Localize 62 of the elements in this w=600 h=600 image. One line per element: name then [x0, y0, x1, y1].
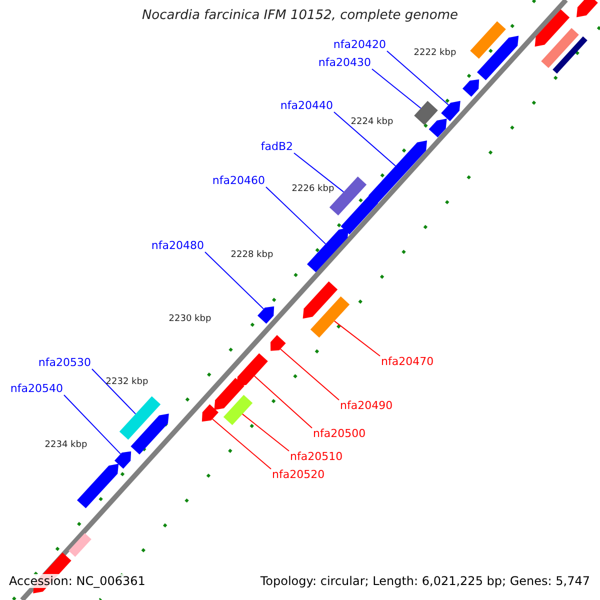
- gene-feature: [119, 396, 161, 440]
- leader-line: [212, 418, 272, 470]
- gene-label: nfa20470: [381, 355, 434, 368]
- gene-feature: [130, 414, 169, 454]
- gene-feature: [214, 378, 244, 410]
- gene-feature: [414, 100, 438, 126]
- leader-line: [280, 348, 340, 400]
- leader-line: [242, 414, 290, 452]
- gene-feature: [368, 140, 427, 204]
- gene-feature: [310, 296, 350, 338]
- gene-label: nfa20520: [272, 468, 325, 481]
- leader-line: [334, 112, 396, 166]
- gene-feature: [114, 451, 132, 469]
- gene-feature: [307, 228, 349, 272]
- leader-line: [294, 152, 344, 192]
- gene-label: nfa20500: [313, 427, 366, 440]
- tick-label: 2230 kbp: [168, 314, 212, 324]
- leader-line: [64, 394, 122, 454]
- gene-feature: [428, 118, 447, 138]
- gene-feature: [223, 394, 253, 426]
- leader-line: [266, 186, 326, 244]
- footer-text: Topology: circular; Length: 6,021,225 bp; Genes: 5,747: [260, 574, 590, 588]
- gene-feature: [236, 353, 268, 387]
- gene-label: nfa20540: [10, 382, 63, 395]
- gene-label: nfa20510: [290, 450, 343, 463]
- title: Nocardia farcinica IFM 10152, complete genome: [142, 8, 458, 23]
- gene-feature: [340, 194, 379, 234]
- gene-label: nfa20460: [212, 174, 265, 187]
- leader-line: [204, 252, 264, 310]
- gene-label: nfa20420: [333, 38, 386, 51]
- tick-label: 2226 kbp: [292, 184, 334, 194]
- tick-label: 2224 kbp: [350, 117, 394, 127]
- gene-feature: [541, 28, 579, 68]
- gene-label: nfa20480: [151, 239, 204, 252]
- gene-feature: [576, 0, 598, 18]
- gene-feature: [258, 306, 274, 324]
- gene-label: nfa20440: [280, 99, 333, 112]
- gene-feature: [270, 335, 286, 351]
- leader-line: [254, 376, 312, 428]
- gene-label: nfa20430: [318, 56, 371, 69]
- gene-label: nfa20530: [38, 356, 91, 369]
- gene-feature: [477, 36, 519, 80]
- tick-label: 2222 kbp: [414, 48, 456, 58]
- gene-feature: [462, 79, 480, 97]
- tick-label: 2228 kbp: [230, 250, 274, 260]
- gene-feature: [202, 404, 218, 422]
- leader-line: [92, 368, 136, 414]
- gene-label: fadB2: [260, 140, 293, 153]
- tick-label: 2234 kbp: [44, 440, 88, 450]
- gene-feature: [68, 533, 92, 557]
- gene-feature: [552, 36, 588, 74]
- leader-line: [334, 320, 380, 356]
- gene-feature: [302, 281, 338, 319]
- gene-feature: [470, 21, 506, 59]
- tick-label: 2232 kbp: [106, 377, 148, 387]
- leader-line: [386, 50, 450, 106]
- leader-line: [372, 68, 422, 109]
- gene-feature: [534, 9, 570, 47]
- footer-text: Accession: NC_006361: [9, 574, 146, 588]
- gene-feature: [77, 464, 119, 508]
- gene-label: nfa20490: [340, 399, 393, 412]
- gene-feature: [441, 100, 460, 122]
